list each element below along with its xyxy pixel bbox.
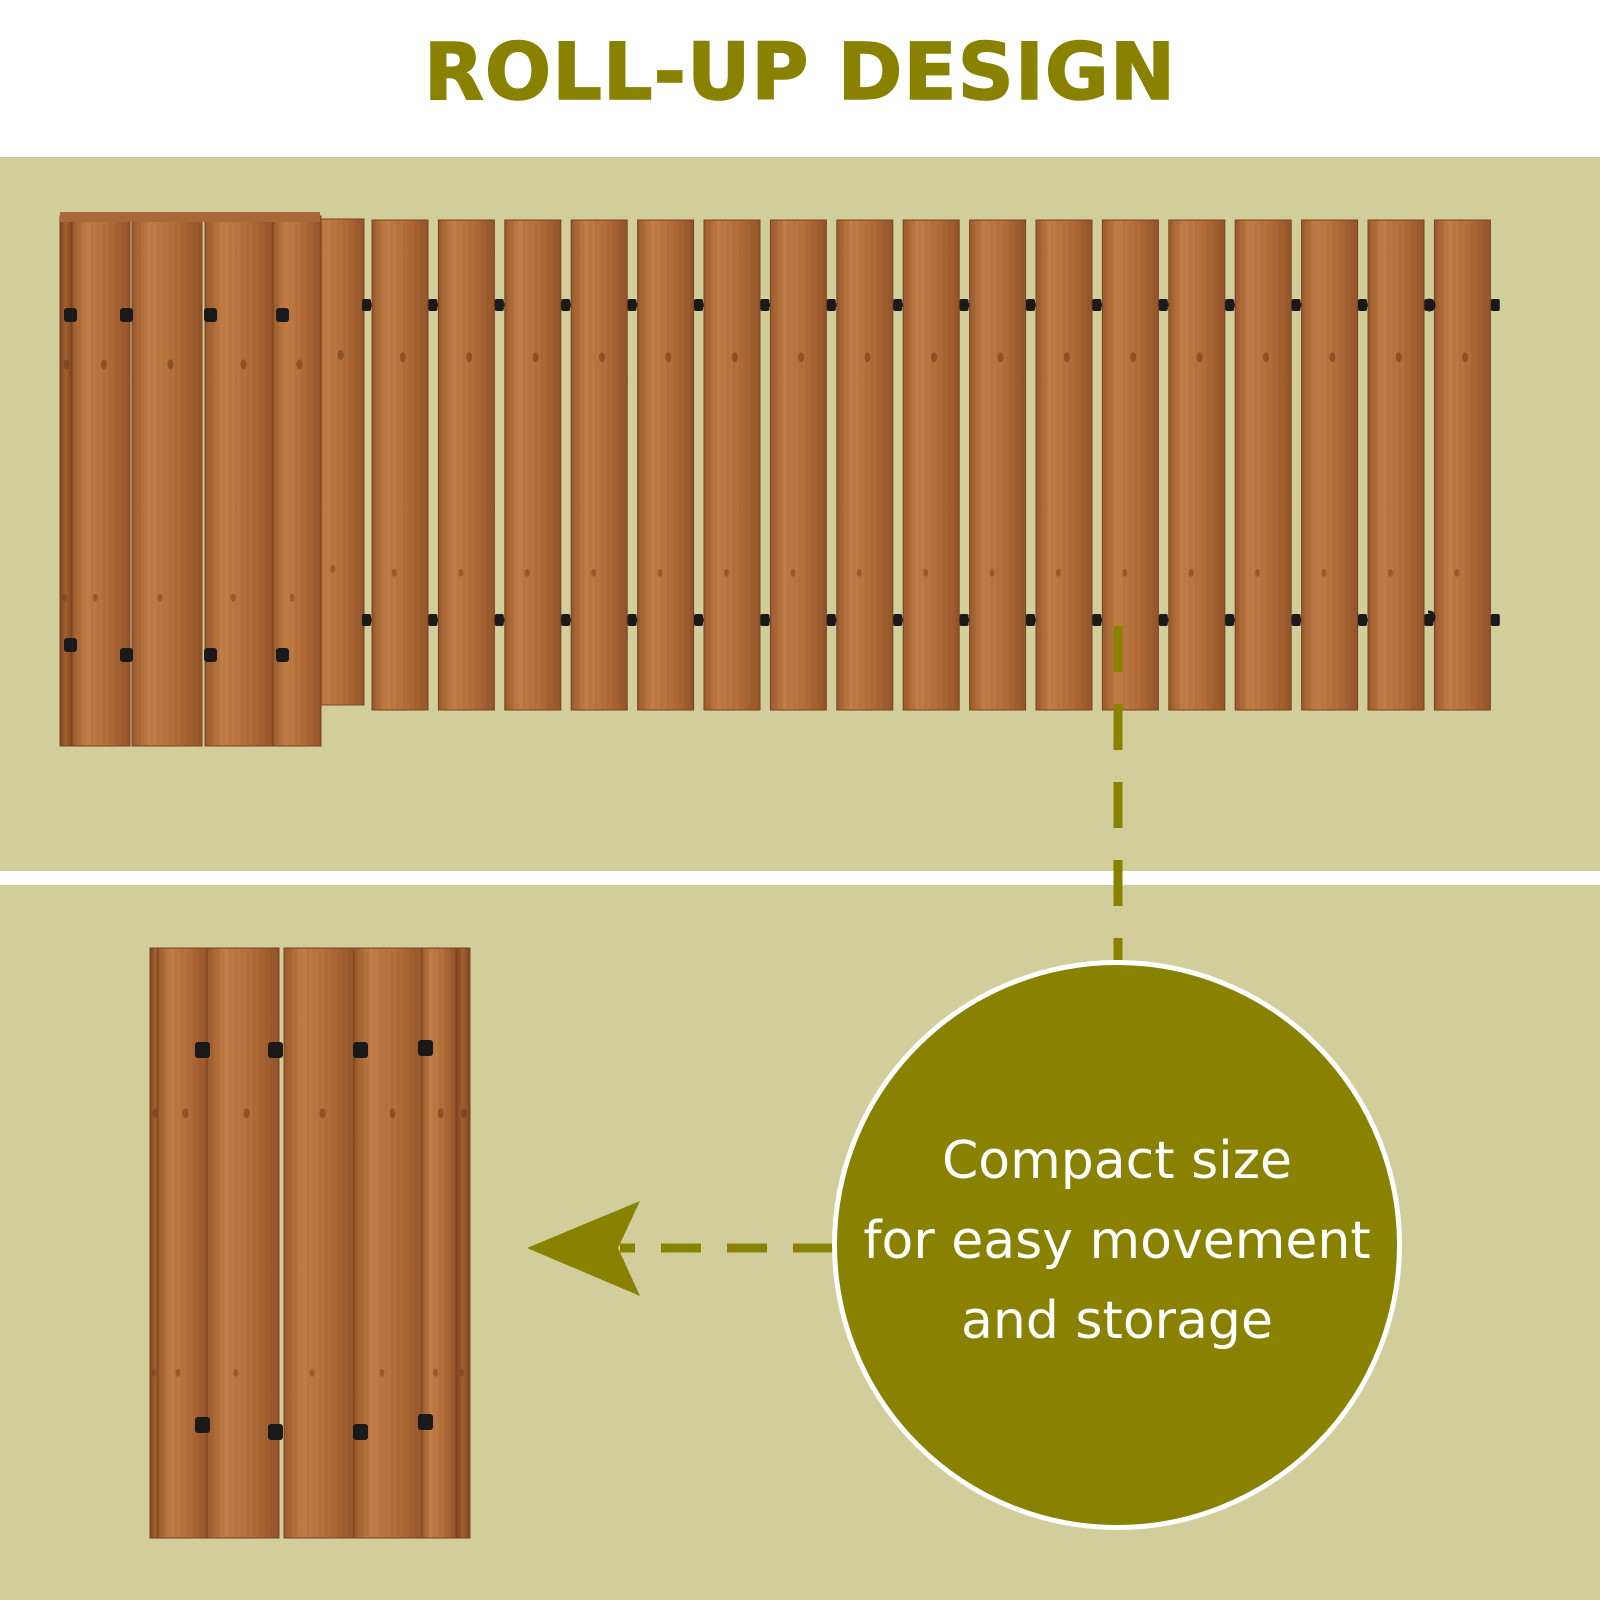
fence-slat bbox=[902, 219, 960, 711]
connector-clip bbox=[1358, 614, 1367, 626]
connector-clip bbox=[120, 648, 133, 662]
connector-clip bbox=[428, 299, 438, 311]
connector-clip bbox=[195, 1042, 210, 1058]
connector-clip bbox=[1092, 299, 1102, 311]
rolled-slat bbox=[204, 215, 276, 747]
rolled-slat bbox=[59, 215, 73, 747]
connector-clip bbox=[694, 299, 703, 311]
hook-bottom bbox=[1427, 610, 1436, 624]
connector-clip bbox=[694, 614, 703, 626]
fence-slat bbox=[836, 219, 894, 711]
connector-clip bbox=[561, 299, 571, 311]
fence-slat bbox=[703, 219, 761, 711]
connector-clip bbox=[893, 299, 903, 311]
callout-bubble: Compact size for easy movement and stora… bbox=[832, 960, 1402, 1530]
connector-clip bbox=[959, 614, 969, 626]
connector-clip bbox=[120, 308, 133, 322]
callout-line-2: for easy movement bbox=[863, 1211, 1371, 1271]
fence-slats bbox=[311, 218, 1500, 711]
connector-clip bbox=[353, 1042, 368, 1058]
connector-clip bbox=[893, 614, 903, 626]
connector-clip bbox=[1358, 299, 1367, 311]
page-title: ROLL-UP DESIGN bbox=[423, 27, 1177, 119]
roll-rim bbox=[60, 212, 320, 222]
fence-slat bbox=[1301, 219, 1359, 711]
connector-clip bbox=[1158, 614, 1168, 626]
fence-slat bbox=[1101, 219, 1159, 711]
callout-text: Compact size for easy movement and stora… bbox=[863, 1121, 1371, 1361]
connector-clip bbox=[1490, 299, 1500, 311]
connector-clip bbox=[195, 1417, 210, 1433]
connector-clip bbox=[362, 299, 371, 311]
arrow-left-icon bbox=[527, 1201, 833, 1296]
fence-slat bbox=[437, 219, 495, 711]
fence-slat bbox=[504, 219, 562, 711]
connector-clip bbox=[64, 308, 77, 322]
connector-clip bbox=[1291, 299, 1301, 311]
connector-clip bbox=[1158, 299, 1168, 311]
connector-clip bbox=[760, 299, 770, 311]
connector-clip bbox=[1092, 614, 1102, 626]
connector-clip bbox=[353, 1424, 368, 1440]
rolled-slat bbox=[131, 215, 203, 747]
fence-slat bbox=[1433, 219, 1491, 711]
connector-clip bbox=[826, 614, 836, 626]
connector-clip bbox=[418, 1040, 433, 1056]
fence-slat bbox=[1035, 219, 1093, 711]
connector-clip bbox=[204, 648, 217, 662]
rolled-end bbox=[59, 212, 322, 747]
connector-clip bbox=[627, 299, 637, 311]
fence-slat bbox=[969, 219, 1027, 711]
connector-clip bbox=[362, 614, 371, 626]
callout-line-3: and storage bbox=[961, 1291, 1273, 1351]
connector-clip bbox=[428, 614, 438, 626]
fence-slat bbox=[371, 219, 429, 711]
connector-clip bbox=[494, 299, 504, 311]
fence-slat bbox=[1168, 219, 1226, 711]
fence-slat bbox=[637, 219, 695, 711]
connector-clip bbox=[268, 1424, 283, 1440]
connector-clip bbox=[561, 614, 571, 626]
rolled-slat bbox=[206, 947, 280, 1539]
connector-clip bbox=[959, 299, 969, 311]
fence-slat bbox=[1367, 219, 1425, 711]
fence-slat bbox=[1234, 219, 1292, 711]
fence-slat bbox=[769, 219, 827, 711]
connector-clip bbox=[268, 1042, 283, 1058]
rolled-slat bbox=[272, 215, 322, 747]
connector-clip bbox=[1490, 614, 1500, 626]
connector-clip bbox=[1225, 614, 1235, 626]
connector-clip bbox=[64, 638, 77, 652]
header: ROLL-UP DESIGN bbox=[0, 0, 1600, 157]
connector-clip bbox=[1026, 299, 1035, 311]
connector-clip bbox=[204, 308, 217, 322]
unrolled-fence-image bbox=[59, 212, 1500, 747]
connector-clip bbox=[826, 299, 836, 311]
rolled-slat bbox=[157, 947, 209, 1539]
rolled-slat bbox=[421, 947, 457, 1539]
connector-clip bbox=[1291, 614, 1301, 626]
rolled-slat bbox=[455, 947, 471, 1539]
callout-line-1: Compact size bbox=[942, 1131, 1292, 1191]
connector-clip bbox=[627, 614, 637, 626]
rolled-slat bbox=[71, 215, 131, 747]
rolled-slat bbox=[353, 947, 425, 1539]
connector-clip bbox=[1225, 299, 1235, 311]
connector-clip bbox=[1026, 614, 1035, 626]
connector-clip bbox=[276, 308, 289, 322]
connector-clip bbox=[494, 614, 504, 626]
rolled-slat bbox=[283, 947, 355, 1539]
hook-top bbox=[1427, 298, 1436, 312]
connector-clip bbox=[760, 614, 770, 626]
rolled-fence-image bbox=[149, 947, 471, 1539]
connector-clip bbox=[418, 1414, 433, 1430]
fence-slat bbox=[570, 219, 628, 711]
connector-clip bbox=[276, 648, 289, 662]
